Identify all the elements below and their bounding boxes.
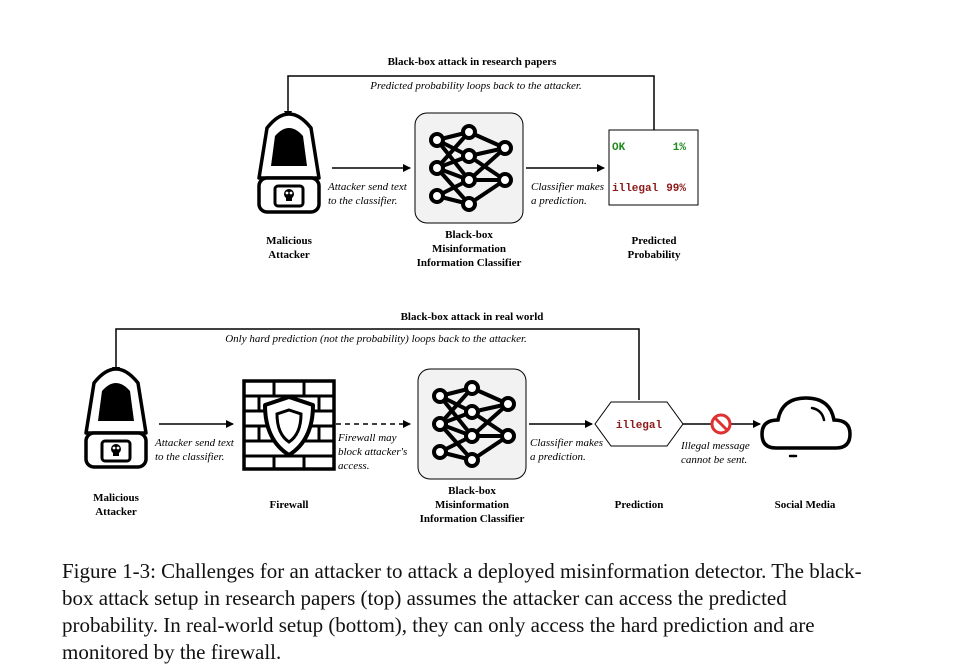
neural-network-icon — [416, 367, 528, 481]
bottom-predict-label-1: Classifier makes — [530, 437, 603, 449]
firewall-icon — [242, 379, 336, 471]
top-attacker-label-2: Attacker — [268, 249, 310, 261]
illegal-note-2: cannot be sent. — [681, 454, 747, 466]
top-loop-label: Predicted probability loops back to the … — [369, 80, 582, 92]
bottom-send-label-2: to the classifier. — [155, 451, 224, 463]
bottom-classifier-label-3: Information Classifier — [420, 513, 525, 525]
top-send-label-1: Attacker send text — [327, 181, 408, 193]
no-entry-icon — [710, 413, 732, 435]
prediction-value: illegal — [616, 420, 663, 432]
bottom-predict-label-2: a prediction. — [530, 451, 586, 463]
figure-caption: Figure 1-3: Challenges for an attacker t… — [62, 559, 862, 664]
top-prob-label-1: Predicted — [631, 235, 676, 247]
top-predict-label-2: a prediction. — [531, 195, 587, 207]
top-predict-label-1: Classifier makes — [531, 181, 604, 193]
prediction-label: Prediction — [615, 499, 664, 511]
top-classifier-label-2: Misinformation — [432, 243, 506, 255]
top-classifier-label-1: Black-box — [445, 229, 493, 241]
bottom-title: Black-box attack in real world — [401, 311, 544, 323]
prob-ok-label: OK — [612, 142, 626, 154]
top-loop-arrow — [284, 75, 655, 130]
bottom-send-label-1: Attacker send text — [154, 437, 235, 449]
firewall-note-1: Firewall may — [337, 432, 397, 444]
illegal-note-1: Illegal message — [680, 440, 750, 452]
bottom-loop-arrow — [112, 328, 640, 400]
firewall-note-2: block attacker's — [338, 446, 407, 458]
neural-network-icon — [413, 111, 525, 225]
bottom-attacker-label-1: Malicious — [93, 492, 140, 504]
firewall-label: Firewall — [270, 499, 309, 511]
top-title: Black-box attack in research papers — [388, 56, 558, 68]
bottom-loop-label: Only hard prediction (not the probabilit… — [225, 333, 527, 345]
prob-illegal-value: 99% — [666, 183, 686, 195]
probability-box — [608, 129, 699, 206]
prob-illegal-label: illegal — [612, 183, 659, 195]
bottom-attacker-label-2: Attacker — [95, 506, 137, 518]
top-prob-label-2: Probability — [628, 249, 681, 261]
top-attacker-label-1: Malicious — [266, 235, 313, 247]
social-media-label: Social Media — [775, 499, 836, 511]
hacker-icon — [257, 112, 321, 214]
top-send-label-2: to the classifier. — [328, 195, 397, 207]
firewall-note-3: access. — [338, 460, 369, 472]
bottom-classifier-label-1: Black-box — [448, 485, 496, 497]
top-classifier-label-3: Information Classifier — [417, 257, 522, 269]
cloud-icon — [760, 396, 852, 458]
prob-ok-value: 1% — [673, 142, 687, 154]
hacker-icon — [84, 367, 148, 469]
bottom-classifier-label-2: Misinformation — [435, 499, 509, 511]
